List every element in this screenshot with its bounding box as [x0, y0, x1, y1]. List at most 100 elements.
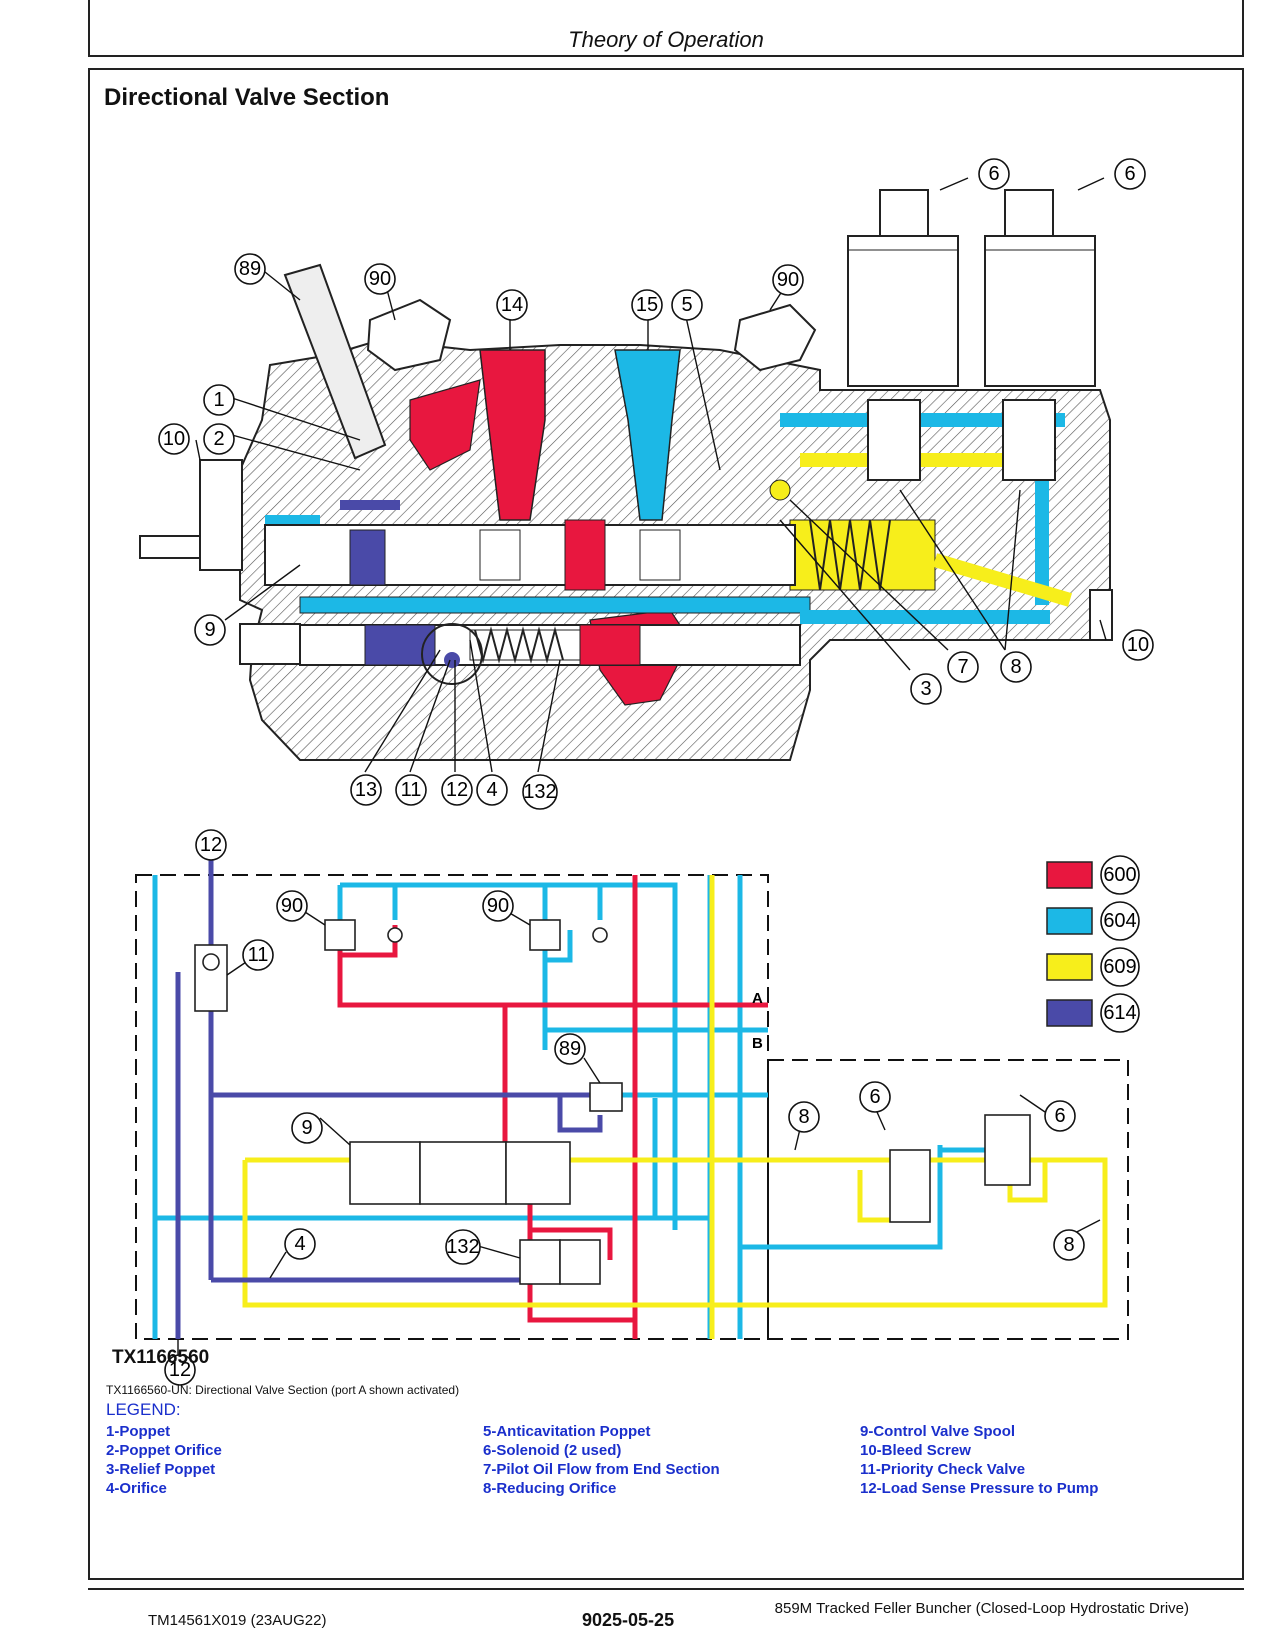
- svg-text:3: 3: [920, 678, 931, 700]
- svg-text:13: 13: [355, 779, 377, 801]
- footer-machine: 859M Tracked Feller Buncher (Closed-Loop…: [774, 1600, 1189, 1617]
- callout-90-schem-right: 90: [482, 890, 514, 922]
- valve-symbols: [194, 919, 1031, 1285]
- callout-14: 14: [496, 289, 528, 321]
- legend-column-3: 9-Control Valve Spool 10-Bleed Screw 11-…: [860, 1422, 1098, 1498]
- callout-10-right: 10: [1122, 629, 1154, 661]
- figure-id: TX1166560: [112, 1347, 210, 1368]
- callout-8-schem-left: 8: [788, 1101, 820, 1133]
- svg-text:90: 90: [777, 269, 799, 291]
- page-header: Theory of Operation: [88, 0, 1244, 57]
- callout-10-left: 10: [158, 423, 190, 455]
- legend-item: 11-Priority Check Valve: [860, 1461, 1026, 1478]
- svg-text:10: 10: [1127, 634, 1149, 656]
- callout-12-schem-bottom: 12: [164, 1354, 196, 1386]
- hydraulic-schematic: A B: [135, 850, 1129, 1356]
- callout-6-schem-left: 6: [859, 1081, 891, 1113]
- section-title: Directional Valve Section: [104, 84, 390, 111]
- callout-11-schem: 11: [242, 939, 274, 971]
- callout-6-right: 6: [1114, 158, 1146, 190]
- svg-text:7: 7: [957, 656, 968, 678]
- svg-text:12: 12: [446, 779, 468, 801]
- callout-90-left: 90: [364, 263, 396, 295]
- svg-text:89: 89: [239, 258, 261, 280]
- callout-15: 15: [631, 289, 663, 321]
- svg-text:14: 14: [501, 294, 523, 316]
- footer-page-number: 9025-05-25: [582, 1610, 675, 1630]
- key-label-609: 609: [1103, 956, 1136, 978]
- svg-text:9: 9: [204, 619, 215, 641]
- header-title: Theory of Operation: [568, 27, 764, 52]
- svg-text:90: 90: [487, 895, 509, 917]
- callout-4-top: 4: [476, 774, 508, 806]
- callout-8-schem-right: 8: [1053, 1229, 1085, 1261]
- swatch-614: [1046, 999, 1093, 1027]
- swatch-600: [1046, 861, 1093, 889]
- callout-12-top: 12: [441, 774, 473, 806]
- callout-9-schem: 9: [291, 1112, 323, 1144]
- svg-text:9: 9: [301, 1117, 312, 1139]
- key-label-600: 600: [1103, 864, 1136, 886]
- svg-text:1: 1: [213, 389, 224, 411]
- legend-item: 7-Pilot Oil Flow from End Section: [483, 1461, 720, 1478]
- legend-item: 8-Reducing Orifice: [483, 1480, 617, 1497]
- key-label-614: 614: [1103, 1002, 1136, 1024]
- legend-item: 5-Anticavitation Poppet: [483, 1423, 651, 1440]
- key-label-604: 604: [1103, 910, 1136, 932]
- legend-item: 2-Poppet Orifice: [106, 1442, 222, 1459]
- callout-12-schem-top: 12: [195, 829, 227, 861]
- svg-text:132: 132: [446, 1236, 479, 1258]
- footer-doc-id: TM14561X019 (23AUG22): [148, 1612, 327, 1629]
- callout-11-top: 11: [395, 774, 427, 806]
- svg-text:5: 5: [681, 294, 692, 316]
- svg-text:90: 90: [281, 895, 303, 917]
- svg-text:6: 6: [869, 1086, 880, 1108]
- solenoid-bodies: [847, 189, 1096, 387]
- swatch-604: [1046, 907, 1093, 935]
- legend-item: 3-Relief Poppet: [106, 1461, 216, 1478]
- footer-rule: [88, 1588, 1244, 1590]
- callout-3: 3: [910, 673, 942, 705]
- svg-text:6: 6: [1124, 163, 1135, 185]
- callout-1: 1: [203, 384, 235, 416]
- legend-item: 10-Bleed Screw: [860, 1442, 971, 1459]
- svg-text:8: 8: [798, 1106, 809, 1128]
- figure-caption: TX1166560-UN: Directional Valve Section …: [106, 1383, 460, 1397]
- svg-text:15: 15: [636, 294, 658, 316]
- svg-text:11: 11: [401, 779, 422, 801]
- legend-item: 12-Load Sense Pressure to Pump: [860, 1480, 1099, 1497]
- legend-item: 4-Orifice: [106, 1480, 167, 1497]
- valve-cutaway: [139, 189, 1113, 761]
- callout-8-top: 8: [1000, 651, 1032, 683]
- svg-text:12: 12: [169, 1359, 191, 1381]
- lines-614: [175, 850, 603, 1339]
- svg-text:4: 4: [294, 1233, 305, 1255]
- port-a-label: A: [752, 990, 763, 1007]
- legend-column-1: 1-Poppet 2-Poppet Orifice 3-Relief Poppe…: [106, 1422, 222, 1498]
- svg-text:89: 89: [559, 1038, 581, 1060]
- callout-89-schem: 89: [554, 1033, 586, 1065]
- svg-text:8: 8: [1063, 1234, 1074, 1256]
- callout-5: 5: [671, 289, 703, 321]
- callout-13: 13: [350, 774, 382, 806]
- callout-7: 7: [947, 651, 979, 683]
- svg-text:2: 2: [213, 428, 224, 450]
- callout-4-schem: 4: [284, 1228, 316, 1260]
- callout-90-right: 90: [772, 264, 804, 296]
- svg-text:6: 6: [988, 163, 999, 185]
- svg-text:90: 90: [369, 268, 391, 290]
- svg-text:12: 12: [200, 834, 222, 856]
- callout-132-top: 132: [522, 774, 558, 810]
- svg-text:11: 11: [248, 944, 269, 966]
- figure-frame: Directional Valve Section: [88, 68, 1244, 1580]
- callout-89: 89: [234, 253, 266, 285]
- callouts: 89 90 14 15 5 90 6 6 1 2 10 9 10 3 7 8 1…: [158, 158, 1154, 1386]
- legend-item: 1-Poppet: [106, 1423, 171, 1440]
- callout-2: 2: [203, 423, 235, 455]
- callout-6-left: 6: [978, 158, 1010, 190]
- callout-132-schem: 132: [445, 1229, 481, 1265]
- legend-column-2: 5-Anticavitation Poppet 6-Solenoid (2 us…: [483, 1422, 720, 1498]
- svg-text:10: 10: [163, 428, 185, 450]
- legend-item: 6-Solenoid (2 used): [483, 1442, 622, 1459]
- svg-text:4: 4: [486, 779, 497, 801]
